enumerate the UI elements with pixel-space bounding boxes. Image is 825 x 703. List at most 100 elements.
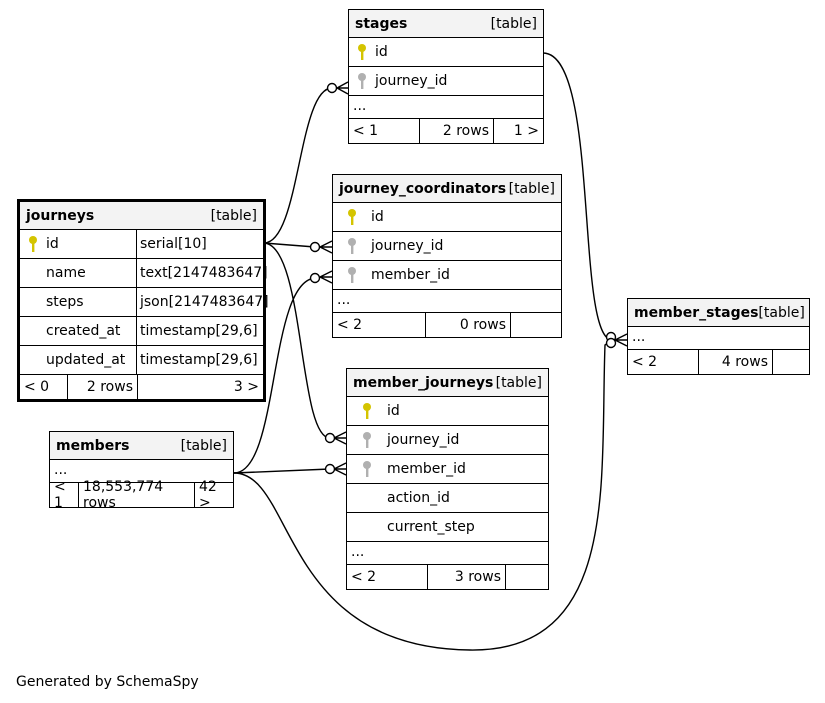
column-row: id (333, 203, 561, 232)
column-row: id (349, 38, 543, 67)
column-type: timestamp[29,6] (136, 317, 263, 345)
column-type: serial[10] (136, 230, 263, 258)
edge-members-coordinators (233, 277, 317, 474)
table-member-stages[interactable]: member_stages [table] ... < 2 4 rows (627, 298, 810, 375)
footer-next: 3 > (137, 375, 263, 399)
table-footer: < 1 2 rows 1 > (349, 119, 543, 143)
footer-rows: 18,553,774 rows (78, 479, 194, 511)
column-name: journey_id (371, 238, 444, 254)
footer-next (510, 313, 561, 337)
footer-prev: < 2 (337, 317, 363, 333)
table-footer: < 2 3 rows (347, 565, 548, 589)
table-kind: [table] (180, 437, 227, 454)
table-journey-coordinators[interactable]: journey_coordinators [table] id journey_… (332, 174, 562, 338)
table-journeys[interactable]: journeys [table] id serial[10] name text… (17, 199, 269, 402)
foreign-key-icon (333, 237, 371, 255)
footer-next (505, 565, 548, 589)
column-name: id (375, 44, 388, 60)
column-type: json[2147483647] (136, 288, 269, 316)
table-name: member_journeys (353, 374, 494, 391)
table-members[interactable]: members [table] ... < 1 18,553,774 rows … (49, 431, 234, 511)
table-name: journey_coordinators (339, 180, 507, 197)
more-columns: ... (628, 327, 809, 350)
column-name: id (371, 209, 384, 225)
table-kind: [table] (495, 374, 542, 391)
footer-next (772, 350, 809, 374)
column-name: current_step (387, 519, 475, 535)
footer-next: 42 > (194, 479, 233, 511)
footer-next: 1 > (493, 119, 543, 143)
edge-members-memberstages (233, 339, 613, 651)
column-name: journey_id (375, 73, 448, 89)
column-row: journey_id (349, 67, 543, 96)
column-name: member_id (387, 461, 466, 477)
generated-by-label: Generated by SchemaSpy (16, 674, 199, 690)
more-columns: ... (349, 96, 543, 119)
column-row: id serial[10] (20, 230, 263, 259)
table-header: member_journeys [table] (347, 369, 548, 397)
edge-journeys-stages (263, 87, 333, 244)
foreign-key-icon (333, 266, 371, 284)
column-name: journey_id (387, 432, 460, 448)
edge-journeys-memberjourneys (263, 242, 331, 439)
edge-members-memberjourneys (233, 468, 331, 474)
table-kind: [table] (758, 304, 805, 321)
column-row: action_id (347, 484, 548, 513)
table-member-journeys[interactable]: member_journeys [table] id journey_id me… (346, 368, 549, 590)
column-name: member_id (371, 267, 450, 283)
foreign-key-icon (349, 72, 375, 90)
table-footer: < 0 2 rows 3 > (20, 375, 263, 399)
edge-journeys-coordinators (263, 242, 316, 248)
footer-rows: 2 rows (419, 119, 493, 143)
footer-rows: 2 rows (67, 375, 137, 399)
table-kind: [table] (490, 15, 537, 32)
more-columns: ... (50, 460, 233, 483)
table-name: member_stages (634, 304, 759, 321)
primary-key-icon (349, 43, 375, 61)
column-row: current_step (347, 513, 548, 542)
primary-key-icon (333, 208, 371, 226)
column-row: member_id (347, 455, 548, 484)
table-header: journey_coordinators [table] (333, 175, 561, 203)
table-name: journeys (26, 207, 95, 224)
footer-rows: 3 rows (427, 565, 505, 589)
column-type: timestamp[29,6] (136, 346, 263, 374)
column-name: updated_at (46, 352, 126, 368)
column-row: updated_at timestamp[29,6] (20, 346, 263, 375)
footer-rows: 0 rows (425, 313, 510, 337)
footer-prev: < 2 (632, 354, 658, 370)
table-footer: < 1 18,553,774 rows 42 > (50, 479, 233, 511)
column-row: journey_id (333, 232, 561, 261)
column-row: member_id (333, 261, 561, 290)
column-row: created_at timestamp[29,6] (20, 317, 263, 346)
footer-rows: 4 rows (698, 350, 772, 374)
column-row: journey_id (347, 426, 548, 455)
table-kind: [table] (508, 180, 555, 197)
table-header: stages [table] (349, 10, 543, 38)
column-name: id (387, 403, 400, 419)
column-name: action_id (387, 490, 450, 506)
column-name: name (46, 265, 86, 281)
table-name: members (56, 437, 130, 454)
foreign-key-icon (347, 460, 387, 478)
table-header: members [table] (50, 432, 233, 460)
primary-key-icon (20, 235, 46, 253)
table-name: stages (355, 15, 408, 32)
column-name: steps (46, 294, 84, 310)
table-header: journeys [table] (20, 202, 263, 230)
table-footer: < 2 0 rows (333, 313, 561, 337)
footer-prev: < 0 (24, 379, 50, 395)
footer-prev: < 1 (54, 479, 66, 511)
column-type: text[2147483647] (136, 259, 268, 287)
more-columns: ... (333, 290, 561, 313)
column-name: id (46, 236, 59, 252)
footer-prev: < 2 (351, 569, 377, 585)
edge-stages-memberstages (542, 52, 613, 341)
column-row: steps json[2147483647] (20, 288, 269, 317)
table-footer: < 2 4 rows (628, 350, 809, 374)
column-row: name text[2147483647] (20, 259, 268, 288)
column-name: created_at (46, 323, 121, 339)
more-columns: ... (347, 542, 548, 565)
table-stages[interactable]: stages [table] id journey_id ... < 1 2 r… (348, 9, 544, 144)
